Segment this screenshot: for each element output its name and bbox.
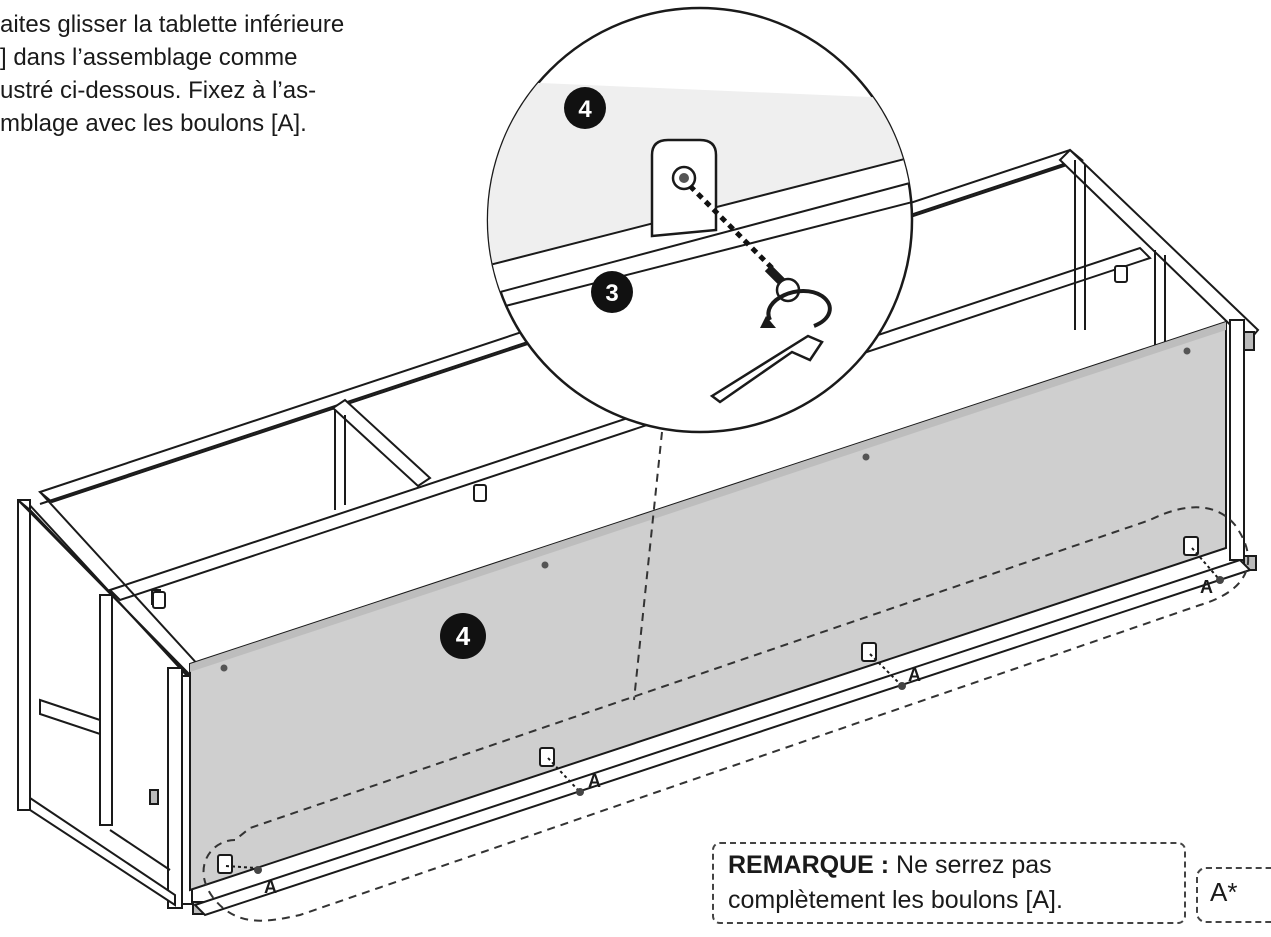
frame-left-end [17,499,206,915]
instruction-line-2: ] dans l’assemblage comme [0,44,298,71]
hardware-label: A* [1210,877,1238,907]
bolt-label-1: A [264,877,277,897]
detail-step-badge-4: 4 [564,87,606,129]
bracket-7 [152,591,166,609]
detail-step-number-3: 3 [605,280,618,307]
detail-leader-line [633,431,663,701]
detail-step-badge-3: 3 [591,271,633,313]
bolt-heads [254,576,1224,874]
bottom-shelf-panel [189,320,1227,892]
bolt-label-4: A [1200,577,1213,597]
bracket-group [152,265,1199,874]
bracket-1 [217,854,233,874]
panel-step-number: 4 [456,621,471,651]
instruction-line-3: ustré ci-dessous. Fixez à l’as- [0,77,317,104]
remark-line-1-text: Ne serrez pas [889,851,1052,879]
hardware-label-box: A* [1196,867,1271,923]
bolt-line-highlight [202,506,1250,922]
bolt-label-2: A [588,771,601,791]
bolt-labels: A A A A [264,577,1213,897]
instruction-line-1: aites glisser la tablette inférieure [0,11,345,38]
bracket-4 [1183,536,1199,556]
remark-note: REMARQUE : Ne serrez pas complètement le… [712,842,1186,924]
bracket-6 [473,484,487,502]
detail-step-number-4: 4 [578,96,592,123]
bolt-arrows [225,547,1219,869]
remark-line-2: complètement les boulons [A]. [728,886,1063,914]
bracket-3 [861,642,877,662]
detail-magnifier: 4 3 [486,6,914,434]
bolt-label-3: A [908,665,921,685]
remark-line-1: REMARQUE : Ne serrez pas [728,848,1184,883]
bracket-2 [539,747,555,767]
panel-step-badge: 4 [440,613,486,659]
remark-heading: REMARQUE : [728,851,890,879]
frame-right-end [193,319,1257,917]
bracket-5 [1114,265,1128,283]
instruction-text: aites glisser la tablette inférieure ] d… [0,8,520,140]
instruction-line-4: mblage avec les boulons [A]. [0,110,307,137]
